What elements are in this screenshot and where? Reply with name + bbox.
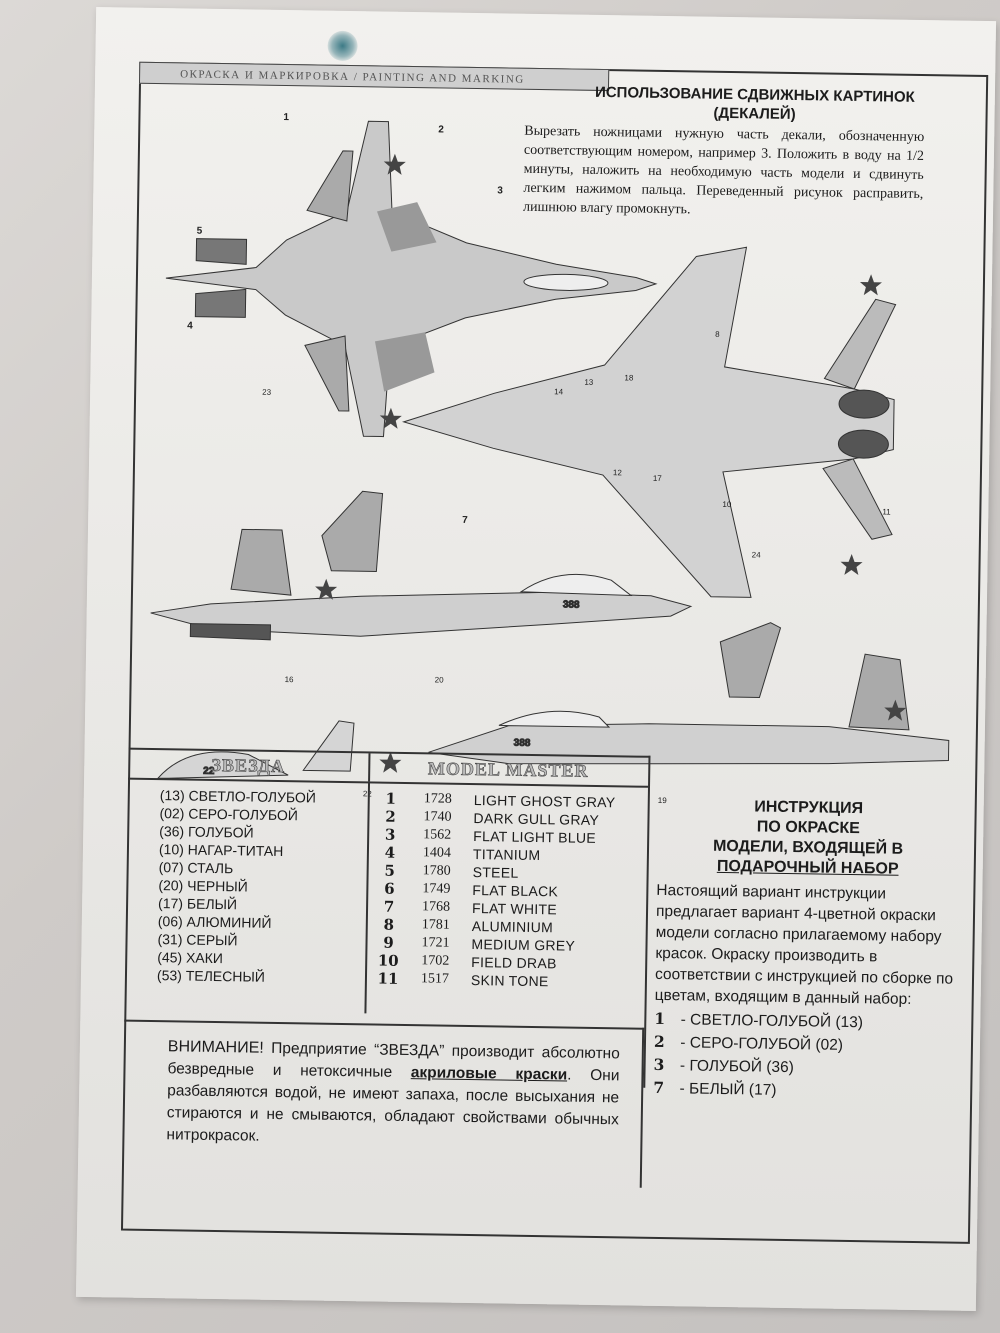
callout-label: 12 <box>613 468 623 477</box>
callout-label: 10 <box>722 500 732 509</box>
acrylic-paints: акриловые краски <box>410 1064 568 1084</box>
warning-notice: ВНИМАНИЕ! Предприятие “ЗВЕЗДА” производи… <box>121 1019 645 1188</box>
callout-label: 18 <box>624 373 634 382</box>
color-label: - СВЕТЛО-ГОЛУБОЙ (13) <box>676 1011 864 1032</box>
side-view-right: 388 <box>428 622 950 765</box>
canopy-detail: 22 <box>156 720 355 779</box>
color-label: - ГОЛУБОЙ (36) <box>675 1057 795 1077</box>
model-master-code: 1517 <box>420 971 450 987</box>
instructions-title: ИНСТРУКЦИЯ ПО ОКРАСКЕ МОДЕЛИ, ВХОДЯЩЕЙ В… <box>653 796 964 881</box>
paint-number: 1 <box>385 789 397 808</box>
paint-number: 10 <box>377 951 399 970</box>
paint-number: 6 <box>384 879 395 898</box>
bottom-view <box>401 246 897 598</box>
callout-label: 8 <box>715 330 720 339</box>
paint-stain <box>327 30 358 62</box>
model-master-code: 1721 <box>421 935 450 951</box>
callout-label: 16 <box>285 675 295 684</box>
model-master-code: 1781 <box>421 917 450 933</box>
model-master-code: 1780 <box>422 863 451 879</box>
paint-number: 2 <box>385 807 396 826</box>
color-number: 3 <box>653 1054 665 1075</box>
seat-number: 22 <box>203 766 215 777</box>
star-insignias <box>315 153 907 773</box>
color-number: 1 <box>654 1008 666 1029</box>
paint-number: 3 <box>384 825 396 844</box>
paint-name-en: SKIN TONE <box>470 972 549 990</box>
callout-label: 20 <box>435 675 445 684</box>
paint-number: 11 <box>377 969 399 988</box>
paint-number: 7 <box>383 897 395 916</box>
callout-label: 13 <box>584 378 594 387</box>
callout-label: 2 <box>438 124 444 135</box>
column-header-zvezda: ЗВЕЗДА <box>128 749 371 782</box>
callout-label: 4 <box>187 320 193 331</box>
callout-label: 3 <box>497 185 503 196</box>
paint-number: 9 <box>383 933 394 952</box>
callout-label: 17 <box>653 474 663 483</box>
color-number: 2 <box>653 1031 665 1052</box>
callout-label: 7 <box>462 515 468 526</box>
color-list-item: 7 - БЕЛЫЙ (17) <box>653 1077 959 1105</box>
model-master-code: 1768 <box>421 899 451 915</box>
warning-head: ВНИМАНИЕ! <box>167 1038 264 1057</box>
aircraft-number-right: 388 <box>514 738 531 749</box>
model-master-code: 1702 <box>421 953 450 969</box>
instruction-sheet: ОКРАСКА И МАРКИРОВКА / PAINTING AND MARK… <box>75 7 997 1311</box>
color-label: - БЕЛЫЙ (17) <box>675 1080 777 1099</box>
color-list: 1 - СВЕТЛО-ГОЛУБОЙ (13) 2 - СЕРО-ГОЛУБОЙ … <box>649 1008 960 1105</box>
model-master-code: 1740 <box>423 809 452 825</box>
column-header-model-master: MODEL MASTER <box>427 758 589 781</box>
model-master-code: 1562 <box>423 827 452 843</box>
color-number: 7 <box>653 1077 665 1098</box>
callout-label: 11 <box>882 507 891 516</box>
callout-label: 24 <box>752 550 762 559</box>
instructions-title-line: ПОДАРОЧНЫЙ НАБОР <box>716 857 899 878</box>
callout-label: 23 <box>262 388 272 397</box>
callout-label: 19 <box>658 796 668 805</box>
gift-set-instructions: ИНСТРУКЦИЯ ПО ОКРАСКЕ МОДЕЛИ, ВХОДЯЩЕЙ В… <box>649 796 964 1105</box>
aircraft-drawings: 388 388 22 <box>128 88 984 821</box>
top-view <box>165 120 658 438</box>
callout-label: 1 <box>283 112 289 123</box>
callout-labels: 1 2 3 4 5 7 8 10 11 12 13 14 16 17 18 19… <box>187 112 891 805</box>
model-master-code: 1749 <box>422 881 451 897</box>
instructions-text: Настоящий вариант инструкции предлагает … <box>654 881 954 1008</box>
model-master-code: 1404 <box>422 845 452 861</box>
aircraft-number-side: 388 <box>563 599 580 610</box>
paint-table-header: ЗВЕЗДА MODEL MASTER <box>128 749 649 788</box>
paint-number: 8 <box>383 915 395 934</box>
paint-number: 4 <box>384 843 396 862</box>
paint-number: 5 <box>384 861 396 880</box>
callout-label: 14 <box>554 387 564 396</box>
model-master-code: 1728 <box>423 791 452 807</box>
color-label: - СЕРО-ГОЛУБОЙ (02) <box>675 1034 844 1054</box>
callout-label: 5 <box>197 226 203 237</box>
side-view: 388 <box>150 490 693 641</box>
paint-name-ru: (53) ТЕЛЕСНЫЙ <box>156 967 265 985</box>
